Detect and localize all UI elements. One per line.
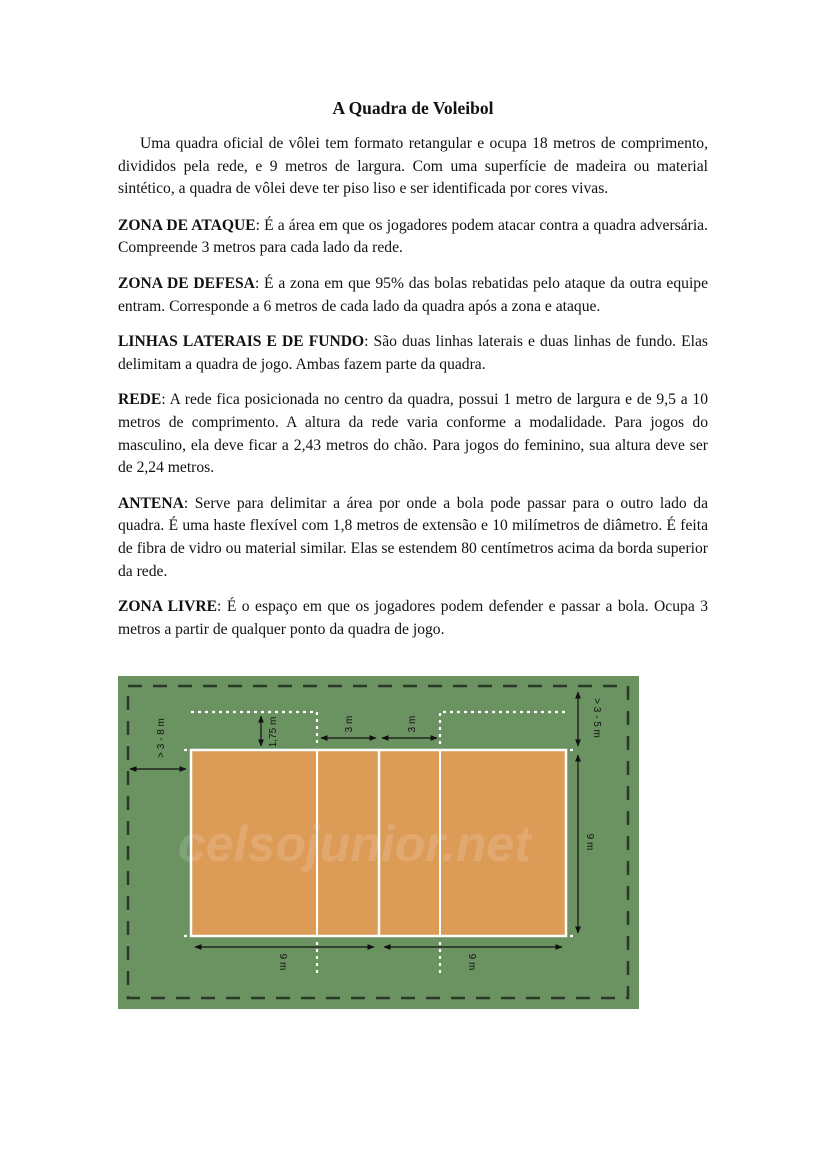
outer-boundary-dashed bbox=[126, 684, 630, 1000]
document-page: A Quadra de Voleibol Uma quadra oficial … bbox=[118, 98, 708, 654]
term-text: : São duas linhas laterais e duas linhas… bbox=[118, 333, 708, 373]
label-court-width: 9 m bbox=[584, 834, 595, 851]
label-half-right: 9 m bbox=[466, 954, 477, 971]
section-linhas: LINHAS LATERAIS E DE FUNDO: São duas lin… bbox=[118, 331, 708, 376]
term-text: : É o espaço em que os jogadores podem d… bbox=[118, 598, 708, 638]
label-bench-zone: 1,75 m bbox=[268, 717, 279, 748]
watermark: celsojunior.net bbox=[178, 816, 533, 872]
term-label: LINHAS LATERAIS E DE FUNDO bbox=[118, 333, 365, 351]
dotted-zone-lines bbox=[184, 710, 573, 976]
term-text: : É a área em que os jogadores podem ata… bbox=[118, 216, 708, 257]
page-title: A Quadra de Voleibol bbox=[332, 98, 494, 118]
dimension-arrows bbox=[129, 691, 581, 950]
section-rede: REDE: A rede fica posicionada no centro … bbox=[118, 389, 708, 479]
term-text: : Serve para delimitar a área por onde a… bbox=[118, 494, 708, 580]
term-text: : A rede fica posicionada no centro da q… bbox=[118, 391, 708, 477]
section-zona-defesa: ZONA DE DEFESA: É a zona em que 95% das … bbox=[118, 273, 708, 318]
term-text: : É a zona em que 95% das bolas rebatida… bbox=[118, 274, 708, 315]
term-label: REDE bbox=[118, 391, 162, 409]
term-label: ZONA DE DEFESA bbox=[118, 274, 255, 292]
term-label: ANTENA bbox=[118, 494, 184, 512]
section-zona-livre: ZONA LIVRE: É o espaço em que os jogador… bbox=[118, 596, 708, 641]
section-zona-ataque: ZONA DE ATAQUE: É a área em que os jogad… bbox=[118, 215, 708, 260]
intro-paragraph: Uma quadra oficial de vôlei tem formato … bbox=[118, 135, 708, 198]
volleyball-court-diagram: celsojunior.net > 3 - 8 m 1,75 m 3 m bbox=[118, 676, 639, 1009]
label-attack-left: 3 m bbox=[344, 716, 355, 733]
term-label: ZONA DE ATAQUE bbox=[118, 216, 256, 234]
term-label: ZONA LIVRE bbox=[118, 598, 218, 616]
label-half-left: 9 m bbox=[277, 954, 288, 971]
label-right-free-zone: > 3 - 5 m bbox=[591, 698, 602, 738]
section-antena: ANTENA: Serve para delimitar a área por … bbox=[118, 493, 708, 583]
label-left-free-zone: > 3 - 8 m bbox=[156, 718, 167, 758]
label-attack-right: 3 m bbox=[407, 716, 418, 733]
